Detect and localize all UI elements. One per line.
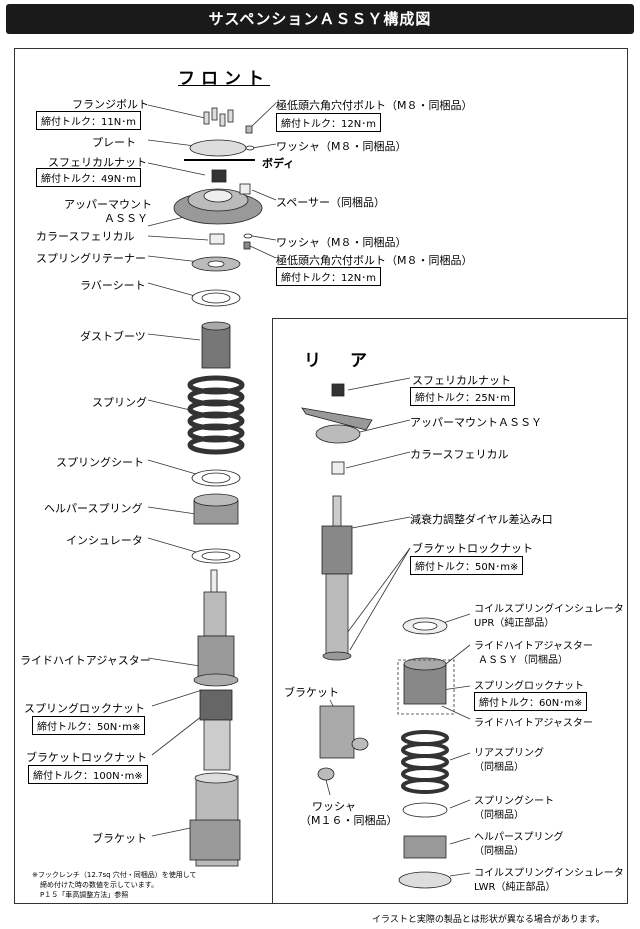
rear-spring-seat-label-2: （同梱品）: [474, 810, 524, 821]
upper-mount-label-2: ＡＳＳＹ: [104, 212, 148, 225]
header-bar: サスペンションＡＳＳＹ構成図: [6, 4, 634, 34]
washer-top-label: ワッシャ（M８・同梱品）: [276, 140, 407, 153]
rear-spring-label-2: （同梱品）: [474, 762, 524, 773]
bolt-top-torque: 締付トルク：12N･m: [276, 113, 381, 132]
damping-dial-label: 減衰力調整ダイヤル差込み口: [410, 513, 553, 526]
rear-helper-spring-label: ヘルパースプリング: [474, 832, 564, 843]
torque-note-line-3: P１５「車高調整方法」参照: [40, 891, 129, 899]
rear-helper-spring-label-2: （同梱品）: [474, 846, 524, 857]
footer-disclaimer: イラストと実際の製品とは形状が異なる場合があります。: [372, 915, 605, 925]
bracket-lock-nut-torque: 締付トルク：100N･m※: [28, 765, 148, 784]
spring-lock-nut-label: スプリングロックナット: [24, 702, 145, 715]
coil-insulator-upr-label-2: UPR（純正部品）: [474, 618, 555, 629]
helper-spring-label: ヘルパースプリング: [44, 502, 143, 515]
bolt-top-label: 極低頭六角穴付ボルト（M８・同梱品）: [276, 99, 473, 112]
rear-washer-label: ワッシャ: [312, 800, 356, 813]
rubber-seat-label: ラバーシート: [80, 279, 146, 292]
spring-retainer-label: スプリングリテーナー: [36, 252, 146, 265]
bolt-bottom-label: 極低頭六角穴付ボルト（M８・同梱品）: [276, 254, 473, 267]
spherical-nut-label: スフェリカルナット: [48, 156, 147, 169]
coil-insulator-lwr-label-2: LWR（純正部品）: [474, 882, 556, 893]
spherical-nut-torque: 締付トルク：49N･m: [36, 168, 141, 187]
rear-spring-seat-label: スプリングシート: [474, 796, 554, 807]
rear-section-title: リ ア: [304, 351, 373, 371]
upper-mount-label: アッパーマウント: [64, 198, 152, 211]
rear-upper-mount-label: アッパーマウントＡＳＳＹ: [410, 416, 542, 429]
diagram-frame: [14, 48, 628, 904]
rear-bracket-label: ブラケット: [284, 686, 339, 699]
flange-bolt-torque: 締付トルク：11N･m: [36, 111, 141, 130]
page-title: サスペンションＡＳＳＹ構成図: [208, 10, 432, 28]
ride-height-assy-label-2: ＡＳＳＹ（同梱品）: [478, 655, 568, 666]
dust-boot-label: ダストブーツ: [80, 330, 146, 343]
bolt-bottom-torque: 締付トルク：12N･m: [276, 267, 381, 286]
ride-height-adjuster-label: ライドハイトアジャスター: [20, 654, 151, 667]
plate-label: プレート: [92, 136, 136, 149]
rear-ride-height-adjuster-label: ライドハイトアジャスター: [474, 718, 593, 729]
collar-spherical-label: カラースフェリカル: [36, 230, 135, 243]
flange-bolt-label: フランジボルト: [72, 98, 149, 111]
torque-note-line-2: 締め付けた時の数値を示しています。: [40, 881, 159, 889]
spring-seat-label: スプリングシート: [56, 456, 144, 469]
rear-bracket-lock-nut-torque: 締付トルク：50N･m※: [410, 556, 524, 575]
rear-washer-label-2: （M１６・同梱品）: [300, 814, 398, 827]
rear-spherical-nut-torque: 締付トルク：25N･m: [410, 387, 515, 406]
coil-insulator-upr-label: コイルスプリングインシュレータ: [474, 604, 624, 615]
bracket-lock-nut-label: ブラケットロックナット: [26, 751, 147, 764]
rear-spring-lock-nut-label: スプリングロックナット: [474, 681, 584, 692]
coil-insulator-lwr-label: コイルスプリングインシュレータ: [474, 868, 624, 879]
ride-height-assy-label: ライドハイトアジャスター: [474, 641, 593, 652]
rear-spring-lock-nut-torque: 締付トルク：60N･m※: [474, 692, 588, 711]
rear-collar-spherical-label: カラースフェリカル: [410, 448, 509, 461]
insulator-label: インシュレータ: [66, 534, 143, 547]
torque-note-line-1: ※フックレンチ（12.7sq 穴付・同梱品）を使用して: [32, 871, 197, 879]
front-bracket-label: ブラケット: [92, 832, 147, 845]
rear-spherical-nut-label: スフェリカルナット: [412, 374, 511, 387]
rear-spring-label: リアスプリング: [474, 748, 544, 759]
spring-label: スプリング: [92, 396, 147, 409]
body-label: ボディ: [262, 157, 295, 170]
spring-lock-nut-torque: 締付トルク：50N･m※: [32, 716, 146, 735]
rear-section-frame: [272, 318, 627, 903]
rear-bracket-lock-nut-label: ブラケットロックナット: [412, 542, 533, 555]
spacer-label: スペーサー（同梱品）: [276, 196, 386, 209]
washer-bottom-label: ワッシャ（M８・同梱品）: [276, 236, 407, 249]
front-section-title: フロント: [178, 69, 270, 89]
